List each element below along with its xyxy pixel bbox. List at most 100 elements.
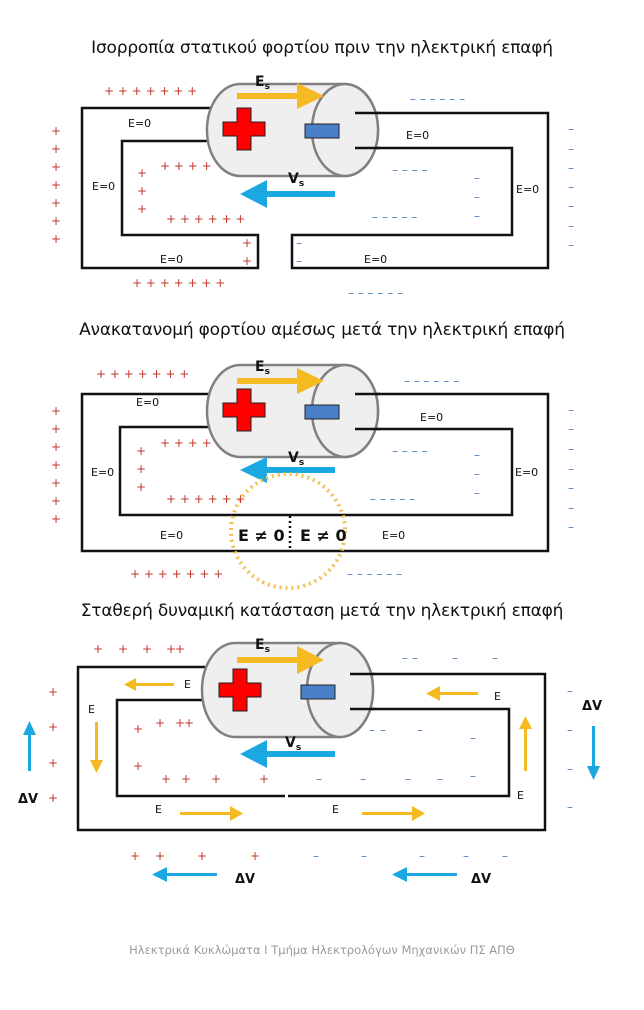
svg-text:–: –	[474, 486, 480, 500]
vs-label: V	[288, 450, 299, 466]
source-field-arrow	[237, 368, 324, 394]
svg-text:–: –	[568, 142, 574, 156]
svg-text:–: –	[568, 481, 574, 495]
source-field-arrow	[237, 646, 324, 674]
svg-text:+: +	[242, 254, 252, 268]
negative-charges: – – – – – –	[410, 92, 465, 106]
svg-text:–: –	[412, 651, 418, 665]
field-label: E=0	[382, 529, 405, 542]
svg-text:–: –	[474, 448, 480, 462]
svg-text:E: E	[88, 703, 95, 716]
negative-charges: – – – – – –	[348, 286, 403, 300]
positive-charges: + + + + + + +	[130, 567, 223, 581]
svg-text:–: –	[419, 849, 425, 863]
negative-charges-column: – – – – – – – – – – – –	[296, 122, 574, 268]
svg-text:+: +	[51, 160, 61, 174]
svg-text:–: –	[568, 219, 574, 233]
svg-text:–: –	[568, 403, 574, 417]
source-voltage-arrow	[240, 740, 335, 768]
svg-text:+: +	[166, 642, 176, 656]
nonzero-field-label-right: E ≠ 0	[300, 526, 347, 545]
svg-text:+: +	[93, 642, 103, 656]
svg-text:+: +	[51, 232, 61, 246]
svg-text:+: +	[250, 849, 260, 863]
svg-text:Es: Es	[255, 359, 270, 377]
svg-text:ΔV: ΔV	[582, 699, 602, 714]
svg-text:–: –	[296, 236, 302, 250]
svg-text:Vs: Vs	[285, 735, 301, 753]
footer-credit: Ηλεκτρικά Κυκλώματα Ι Τμήμα Ηλεκτρολόγων…	[129, 943, 515, 957]
svg-text:–: –	[567, 762, 573, 776]
field-label: E=0	[406, 129, 429, 142]
svg-text:–: –	[452, 651, 458, 665]
svg-text:–: –	[369, 723, 375, 737]
wire-left	[80, 106, 260, 270]
negative-charges: – – – – – – – – – – – – – – – – – – – – …	[313, 651, 573, 863]
svg-text:+: +	[181, 772, 191, 786]
svg-text:+: +	[130, 849, 140, 863]
positive-charges: + + + + + + + + + + + + + + + + + + + + …	[48, 642, 269, 863]
svg-text:+: +	[155, 849, 165, 863]
source-voltage-arrow	[240, 180, 335, 208]
svg-text:E: E	[332, 803, 339, 816]
wire-left-inner	[118, 425, 290, 517]
svg-text:–: –	[361, 849, 367, 863]
field-label: E=0	[160, 529, 183, 542]
svg-text:+: +	[197, 849, 207, 863]
minus-terminal-icon	[304, 123, 340, 139]
svg-text:+: +	[51, 422, 61, 436]
contact-region-highlight	[229, 472, 347, 590]
title-redistribution: Ανακατανομή φορτίου αμέσως μετά την ηλεκ…	[79, 320, 565, 340]
svg-text:+: +	[51, 458, 61, 472]
svg-text:–: –	[313, 849, 319, 863]
svg-text:ΔV: ΔV	[235, 872, 255, 887]
field-label: E=0	[136, 396, 159, 409]
positive-charges: + + + + + + +	[96, 367, 189, 381]
svg-text:+: +	[51, 142, 61, 156]
svg-text:–: –	[470, 769, 476, 783]
svg-text:–: –	[568, 180, 574, 194]
plus-terminal-icon	[218, 668, 262, 712]
diagram-equilibrium: Es Vs E=0 E=0 E=0 E=0 E=0 E=0 + + + + + …	[51, 75, 574, 300]
wire-right-inner	[290, 427, 514, 517]
svg-text:+: +	[51, 440, 61, 454]
source-voltage-arrow	[240, 457, 335, 483]
vs-label: V	[285, 735, 296, 751]
svg-text:–: –	[568, 462, 574, 476]
svg-text:–: –	[568, 520, 574, 534]
wire-right	[290, 392, 550, 553]
svg-text:–: –	[502, 849, 508, 863]
svg-text:+: +	[48, 720, 58, 734]
es-label: E	[255, 637, 265, 653]
svg-text:+: +	[184, 716, 194, 730]
vs-label: V	[288, 171, 299, 187]
plus-terminal-icon	[222, 388, 266, 432]
svg-text:–: –	[568, 442, 574, 456]
svg-text:+: +	[137, 202, 147, 216]
svg-text:+: +	[133, 722, 143, 736]
svg-text:+: +	[118, 642, 128, 656]
svg-text:E: E	[517, 789, 524, 802]
svg-text:+: +	[51, 494, 61, 508]
svg-text:+: +	[48, 756, 58, 770]
negative-charges: – – – – –	[372, 210, 417, 224]
diagram-redistribution: Es Vs E ≠ 0 E ≠ 0 E=0 E=0 E=0 E=0 E=0 E=…	[51, 359, 574, 590]
svg-text:+: +	[136, 480, 146, 494]
positive-charges-column: + + + + + + + + + + + +	[51, 124, 252, 268]
battery	[205, 363, 380, 459]
positive-charges: + + + + + + +	[132, 276, 225, 290]
field-label: E=0	[91, 466, 114, 479]
svg-text:+: +	[51, 404, 61, 418]
svg-text:Es: Es	[255, 637, 270, 655]
svg-text:+: +	[155, 716, 165, 730]
svg-text:+: +	[48, 685, 58, 699]
svg-text:–: –	[437, 772, 443, 786]
positive-charges: + + + + + +	[166, 492, 245, 506]
svg-text:–: –	[568, 122, 574, 136]
negative-charges: – – – – – –	[404, 374, 459, 388]
svg-text:+: +	[136, 462, 146, 476]
negative-charges: – – – –	[392, 163, 427, 177]
svg-text:E: E	[494, 690, 501, 703]
wire-right	[290, 672, 547, 832]
es-label: E	[255, 75, 265, 90]
